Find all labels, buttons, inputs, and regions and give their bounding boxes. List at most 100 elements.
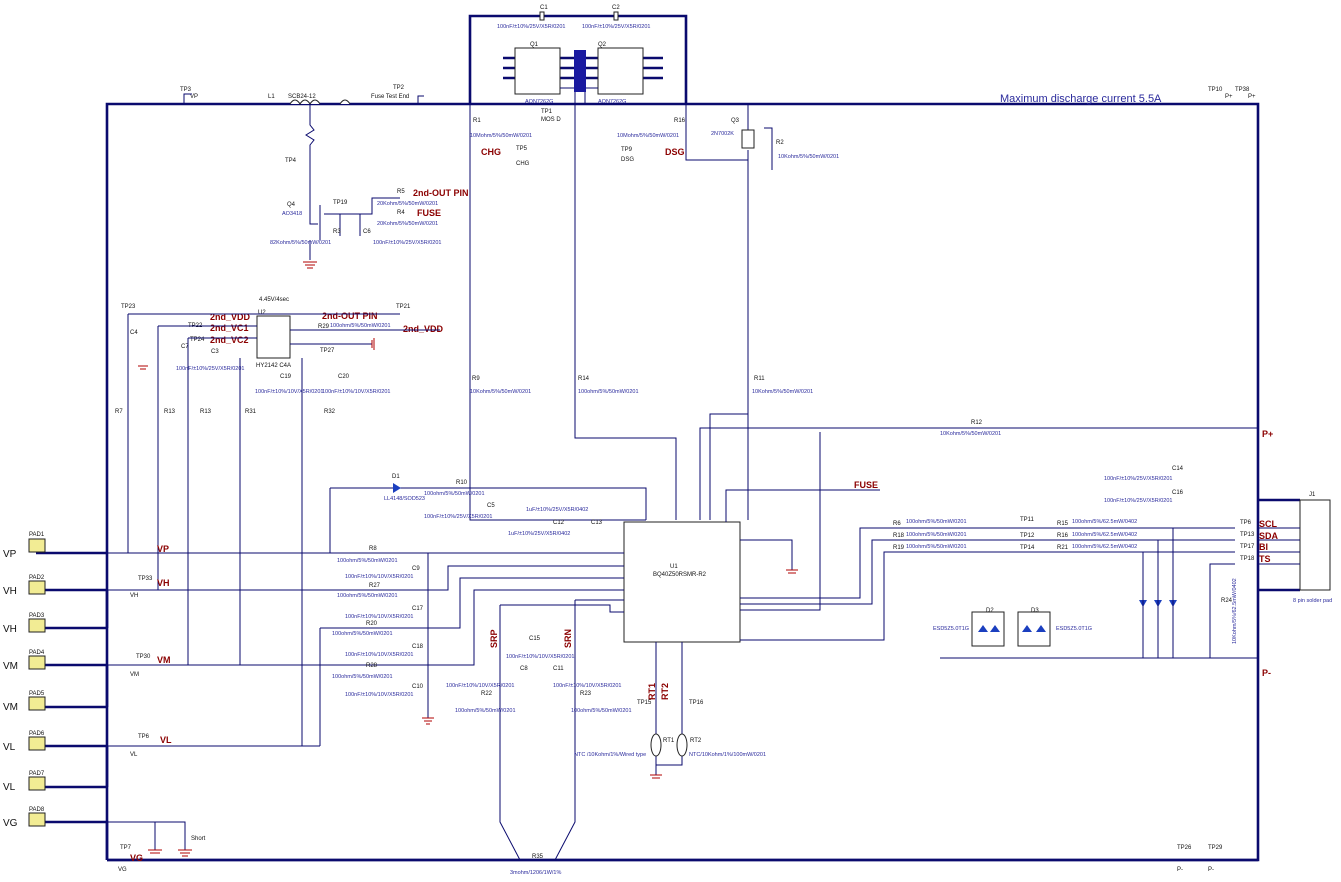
r29-ref: R29 bbox=[318, 324, 330, 330]
fuse2-label: FUSE bbox=[854, 480, 878, 490]
out-pin-label: 2nd-OUT PIN bbox=[413, 188, 469, 198]
r18-val: 100ohm/5%/50mW/0201 bbox=[906, 532, 967, 538]
svg-text:VM: VM bbox=[3, 661, 18, 672]
scl-label: SCL bbox=[1259, 519, 1278, 529]
tp18-ref: TP18 bbox=[1240, 556, 1255, 562]
gate-drive-section: R1 10Mohm/5%/50mW/0201 CHG TP5 CHG R16 1… bbox=[469, 104, 1273, 521]
r9-val: 10Kohm/5%/50mW/0201 bbox=[470, 389, 531, 395]
c10-ref: C10 bbox=[412, 684, 424, 690]
tp2-ref: TP2 bbox=[393, 85, 405, 91]
comm-section: FUSE C14 100nF/±10%/25V/X5R/0201 C16 100… bbox=[725, 87, 1332, 873]
r27-val: 100ohm/5%/50mW/0201 bbox=[337, 593, 398, 599]
r19-ref: R19 bbox=[893, 545, 905, 551]
svg-text:VP: VP bbox=[3, 549, 17, 560]
r28-val: 100ohm/5%/50mW/0201 bbox=[332, 674, 393, 680]
r3-val: 82Kohm/5%/50mW/0201 bbox=[270, 240, 331, 246]
r14-val: 100ohm/5%/50mW/0201 bbox=[578, 389, 639, 395]
main-power-bus bbox=[36, 14, 1300, 862]
tp33-ref: TP33 bbox=[138, 576, 153, 582]
q4-val: AO3418 bbox=[282, 211, 302, 217]
svg-text:VG: VG bbox=[3, 818, 18, 829]
tp9-val: DSG bbox=[621, 157, 634, 163]
r10-ref: R10 bbox=[456, 480, 468, 486]
srn-label: SRN bbox=[563, 629, 573, 648]
pad5: PAD5 VM bbox=[3, 691, 46, 713]
tp7-ref: TP7 bbox=[120, 845, 132, 851]
c13-val: 1uF/±10%/25V/X5R/0402 bbox=[508, 531, 570, 537]
max-discharge-title: Maximum discharge current 5.5A bbox=[1000, 93, 1162, 105]
svg-text:PAD8: PAD8 bbox=[29, 807, 45, 813]
r13b-ref: R13 bbox=[200, 409, 212, 415]
svg-text:VM: VM bbox=[3, 702, 18, 713]
d3-val: ESD5Z5.0T1G bbox=[1056, 626, 1092, 632]
tp23-ref: TP23 bbox=[121, 304, 136, 310]
rt1-ref: RT1 bbox=[663, 738, 675, 744]
r32-ref: R32 bbox=[324, 409, 336, 415]
tp11-ref: TP11 bbox=[1020, 517, 1035, 523]
rt2-ref: RT2 bbox=[690, 738, 702, 744]
r3-ref: R3 bbox=[333, 229, 341, 235]
pad4: PAD4 VM bbox=[3, 650, 46, 672]
vl-label: VL bbox=[160, 735, 172, 745]
c6-ref: C6 bbox=[363, 229, 371, 235]
dsg-label: DSG bbox=[665, 147, 685, 157]
r22-val: 100ohm/5%/50mW/0201 bbox=[455, 708, 516, 714]
pad2: PAD2 VH bbox=[3, 575, 46, 597]
r4-val: 20Kohm/5%/50mW/0201 bbox=[377, 221, 438, 227]
c1-ref: C1 bbox=[540, 5, 548, 11]
r10-val: 100ohm/5%/50mW/0201 bbox=[424, 491, 485, 497]
tp13-ref: TP13 bbox=[1240, 532, 1255, 538]
tp9-ref: TP9 bbox=[621, 147, 633, 153]
c18-val: 100nF/±10%/10V/X5R/0201 bbox=[345, 652, 413, 658]
tp6b-val: VL bbox=[130, 752, 138, 758]
pad6: PAD6 VL bbox=[3, 731, 46, 753]
c5-val: 100nF/±10%/25V/X5R/0201 bbox=[424, 514, 492, 520]
r6-ref: R6 bbox=[893, 521, 901, 527]
d3-esd bbox=[1017, 611, 1051, 647]
tp3-ref: TP3 bbox=[180, 87, 192, 93]
r28-ref: R28 bbox=[366, 663, 378, 669]
q1-val: AON7262G bbox=[525, 99, 553, 105]
vdd-label: 2nd_VDD bbox=[210, 312, 251, 322]
q2-ref: Q2 bbox=[598, 42, 607, 48]
vh-label: VH bbox=[157, 578, 170, 588]
r15-ref: R15 bbox=[1057, 521, 1069, 527]
r35-val: 3mohm/1206/1W/1% bbox=[510, 870, 561, 876]
j1-connector bbox=[1299, 499, 1331, 591]
r1-ref: R1 bbox=[473, 118, 481, 124]
secondary-protector: 4.45V/4sec U2 HY2142 C4A 2nd_VDD 2nd_VC1… bbox=[115, 297, 444, 746]
short-ref: Short bbox=[191, 836, 206, 842]
d2-val: ESD5Z5.0T1G bbox=[933, 626, 969, 632]
r6-val: 100ohm/5%/50mW/0201 bbox=[906, 519, 967, 525]
r24-ref: R24 bbox=[1221, 598, 1233, 604]
q1-ref: Q1 bbox=[530, 42, 539, 48]
c19-ref: C19 bbox=[280, 374, 292, 380]
r14-ref: R14 bbox=[578, 376, 590, 382]
c2-val: 100nF/±10%/25V/X5R/0201 bbox=[582, 24, 650, 30]
svg-text:PAD4: PAD4 bbox=[29, 650, 45, 656]
tp30-ref: TP30 bbox=[136, 654, 151, 660]
q3-val: 2N7002K bbox=[711, 131, 734, 137]
sda-label: SDA bbox=[1259, 531, 1279, 541]
tp5-val: CHG bbox=[516, 161, 530, 167]
r8-val: 100ohm/5%/50mW/0201 bbox=[337, 558, 398, 564]
tp26-ref: TP26 bbox=[1177, 845, 1192, 851]
c3-val: 100nF/±10%/25V/X5R/0201 bbox=[176, 366, 244, 372]
c20-ref: C20 bbox=[338, 374, 350, 380]
c16-val: 100nF/±10%/25V/X5R/0201 bbox=[1104, 498, 1172, 504]
d1-ref: D1 bbox=[392, 474, 400, 480]
tp6-ref: TP6 bbox=[1240, 520, 1252, 526]
l1-val: SCB24-12 bbox=[288, 94, 316, 100]
tp38-ref: TP38 bbox=[1235, 87, 1250, 93]
r23-val: 100ohm/5%/50mW/0201 bbox=[571, 708, 632, 714]
svg-text:PAD2: PAD2 bbox=[29, 575, 45, 581]
j1-val: 8 pin solder pad bbox=[1293, 598, 1332, 604]
r9-ref: R9 bbox=[472, 376, 480, 382]
fuse-section: TP3 VP L1 SCB24-12 TP2 Fuse Test End TP4… bbox=[180, 85, 469, 269]
r16-ref: R16 bbox=[674, 118, 686, 124]
tp5-ref: TP5 bbox=[516, 146, 528, 152]
c1-val: 100nF/±10%/25V/X5R/0201 bbox=[497, 24, 565, 30]
q3-ref: Q3 bbox=[731, 118, 740, 124]
svg-text:VH: VH bbox=[3, 624, 17, 635]
vp-label: VP bbox=[157, 544, 169, 554]
